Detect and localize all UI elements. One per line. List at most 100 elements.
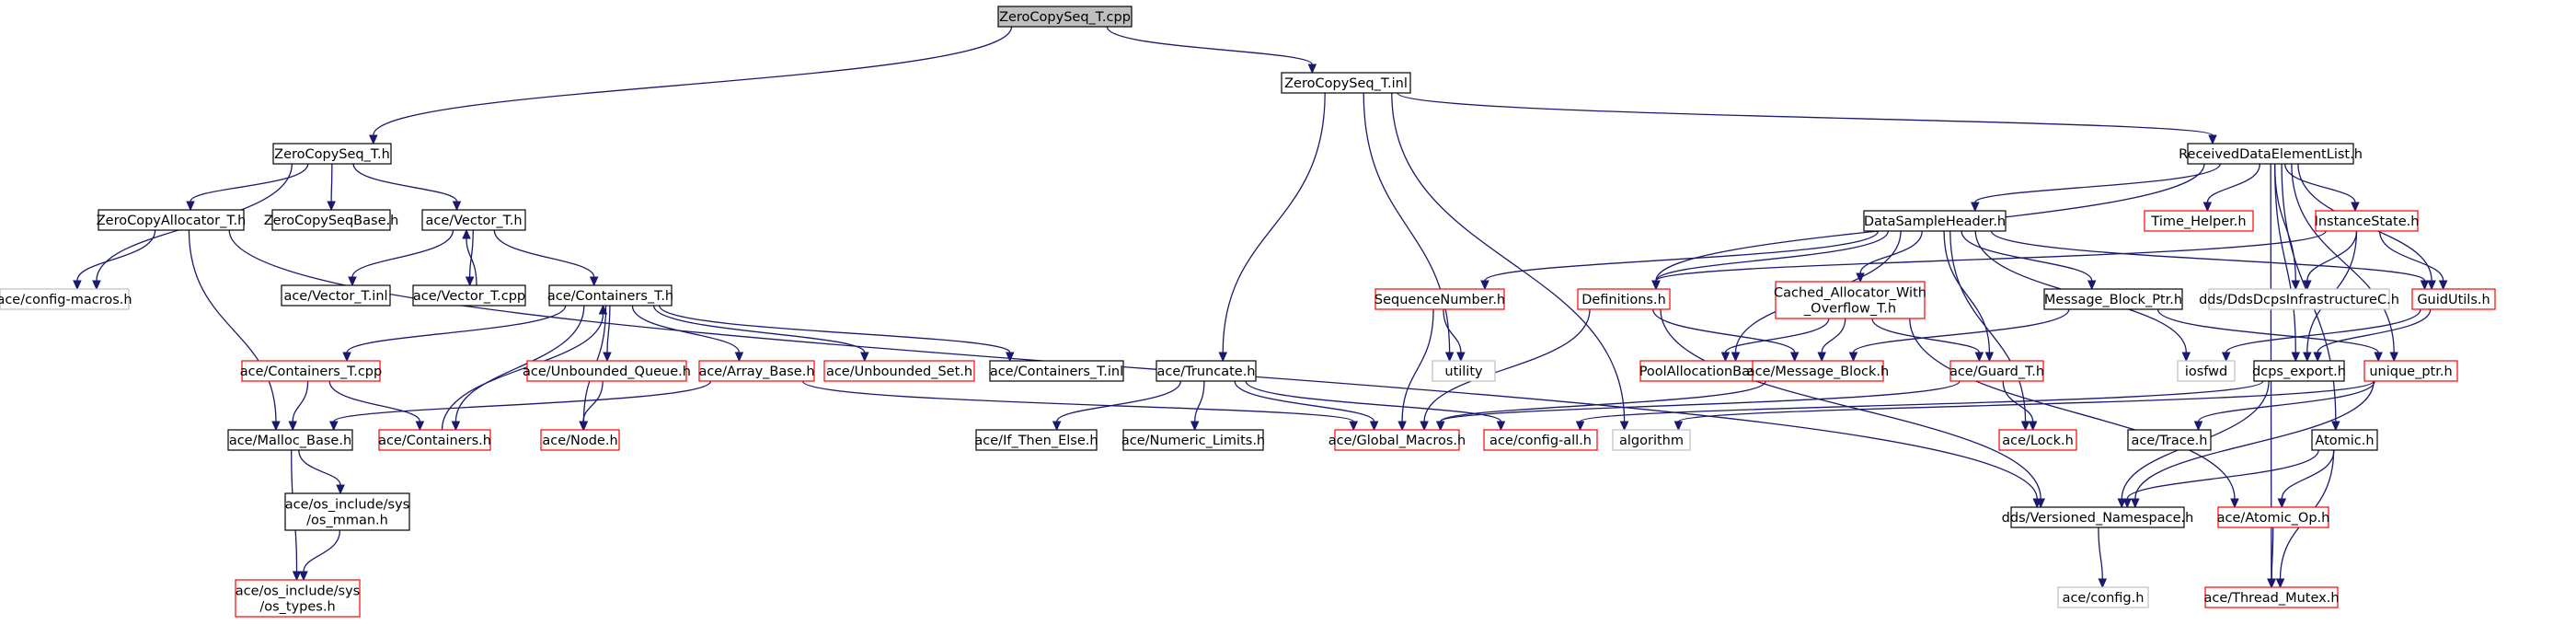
edge-uptr-to-vns <box>2131 380 2375 509</box>
file-node-zcsb[interactable]: ZeroCopySeqBase.h <box>264 209 399 231</box>
node-label: ace/config-all.h <box>1489 434 1592 448</box>
edge-atomic-to-atomicop <box>2277 449 2335 509</box>
edge-arrowhead <box>2427 280 2436 291</box>
edge-atomicop-to-tmutex <box>2267 527 2277 589</box>
edge-line <box>1194 380 1205 422</box>
edge-uptr-to-algo <box>1673 380 2375 432</box>
file-node-utility[interactable]: utility <box>1432 360 1496 382</box>
file-node-guid[interactable]: GuidUtils.h <box>2411 288 2496 310</box>
file-node-vns[interactable]: dds/Versioned_Namespace.h <box>2002 506 2194 528</box>
file-node-vec-inl[interactable]: ace/Vector_T.inl <box>281 284 391 307</box>
edge-arrowhead <box>2087 280 2097 291</box>
file-node-ostypes[interactable]: ace/os_include/sys/os_types.h <box>235 579 361 618</box>
file-node-trunc[interactable]: ace/Truncate.h <box>1156 360 1257 382</box>
file-node-dcpsexp[interactable]: dcps_export.h <box>2252 360 2346 382</box>
node-box <box>1374 288 1505 310</box>
node-label: ace/Array_Base.h <box>698 365 814 379</box>
edge-arrowhead <box>2202 202 2213 213</box>
edge-arrowhead <box>452 201 462 212</box>
node-box <box>1281 72 1411 94</box>
file-node-lock[interactable]: ace/Lock.h <box>1998 429 2077 451</box>
node-label: PoolAllocationBase.h <box>1639 365 1778 379</box>
node-label: dcps_export.h <box>2252 365 2346 379</box>
file-nodes: ZeroCopySeq_T.cppZeroCopySeq_T.inlZeroCo… <box>0 6 2496 618</box>
node-label: DataSampleHeader.h <box>1864 214 2006 229</box>
node-box <box>2363 360 2458 382</box>
node-label: unique_ptr.h <box>2369 365 2452 379</box>
file-node-algo[interactable]: algorithm <box>1612 429 1691 451</box>
file-node-seqnum[interactable]: SequenceNumber.h <box>1374 288 1505 310</box>
file-node-tmutex[interactable]: ace/Thread_Mutex.h <box>2203 586 2340 608</box>
edge-line <box>1222 92 1326 353</box>
file-node-vec-h[interactable]: ace/Vector_T.h <box>421 209 526 231</box>
file-node-atomic[interactable]: Atomic.h <box>2311 429 2378 451</box>
file-node-guard[interactable]: ace/Guard_T.h <box>1949 360 2044 382</box>
node-label: GuidUtils.h <box>2417 293 2490 307</box>
file-node-zca[interactable]: ZeroCopyAllocator_T.h <box>97 209 247 231</box>
file-node-cont-h[interactable]: ace/Containers_T.h <box>547 284 673 307</box>
file-node-rdel[interactable]: ReceivedDataElementList.h <box>2179 143 2363 165</box>
file-node-gmacros[interactable]: ace/Global_Macros.h <box>1328 429 1466 451</box>
file-node-uptr[interactable]: unique_ptr.h <box>2363 360 2458 382</box>
node-label: algorithm <box>1619 434 1684 448</box>
edge-trunc-to-ifte <box>1052 380 1181 432</box>
node-box <box>227 429 353 451</box>
file-node-cfgmacros[interactable]: ace/config-macros.h <box>0 288 132 310</box>
file-node-cont-inl[interactable]: ace/Containers_T.inl <box>989 360 1124 382</box>
node-box <box>98 209 245 231</box>
edge-mbp-to-uptr <box>2156 308 2383 363</box>
file-node-mbp[interactable]: Message_Block_Ptr.h <box>2043 288 2183 310</box>
edge-arrowhead <box>1190 421 1200 432</box>
edge-atomic-to-vns <box>2122 449 2319 509</box>
file-node-trace[interactable]: ace/Trace.h <box>2127 429 2212 451</box>
file-node-ddsinfra[interactable]: dds/DdsDcpsInfrastructureC.h <box>2199 288 2399 310</box>
file-node-config[interactable]: ace/config.h <box>2057 586 2149 608</box>
edge-arrowhead <box>2098 578 2108 589</box>
file-node-iosfwd[interactable]: iosfwd <box>2177 360 2236 382</box>
file-node-ifte[interactable]: ace/If_Then_Else.h <box>974 429 1098 451</box>
file-node-defs[interactable]: Definitions.h <box>1577 288 1671 310</box>
file-node-numlim[interactable]: ace/Numeric_Limits.h <box>1121 429 1265 451</box>
file-node-zcs-h[interactable]: ZeroCopySeq_T.h <box>272 143 392 165</box>
file-node-unbq[interactable]: ace/Unbounded_Queue.h <box>523 360 691 382</box>
edge-line <box>2134 380 2375 500</box>
file-node-cachedalloc[interactable]: Cached_Allocator_With_Overflow_T.h <box>1774 281 1926 319</box>
edge-line <box>801 380 1354 422</box>
node-label: Definitions.h <box>1581 293 1666 307</box>
edge-arrowhead <box>1974 352 1984 363</box>
file-node-timeh[interactable]: Time_Helper.h <box>2144 210 2254 232</box>
node-label: ace/Containers_T.inl <box>990 365 1123 379</box>
edge-line <box>1871 318 1981 353</box>
edge-arrowhead <box>92 280 101 291</box>
file-node-msgblock[interactable]: ace/Message_Block.h <box>1747 360 1889 382</box>
file-node-zcs-cpp[interactable]: ZeroCopySeq_T.cpp <box>997 6 1133 28</box>
edge-line <box>1234 380 1375 422</box>
edge-rdel-to-uptr <box>2291 163 2398 363</box>
file-node-conth[interactable]: ace/Containers.h <box>378 429 491 451</box>
file-node-inst[interactable]: InstanceState.h <box>2315 210 2420 232</box>
node-label: utility <box>1444 365 1483 379</box>
edge-arrowhead <box>299 571 308 582</box>
file-node-vec-cpp[interactable]: ace/Vector_T.cpp <box>412 284 526 307</box>
file-node-pool[interactable]: PoolAllocationBase.h <box>1639 360 1778 382</box>
node-label: ace/Lock.h <box>2002 434 2074 448</box>
file-node-arrb[interactable]: ace/Array_Base.h <box>698 360 815 382</box>
edge-line <box>1974 163 2221 203</box>
file-node-cfgall[interactable]: ace/config-all.h <box>1483 429 1598 451</box>
file-node-node[interactable]: ace/Node.h <box>540 429 620 451</box>
edge-arrowhead <box>1307 64 1317 75</box>
edge-line <box>454 305 585 422</box>
node-label: Atomic.h <box>2315 434 2374 448</box>
file-node-cont-cpp[interactable]: ace/Containers_T.cpp <box>240 360 382 382</box>
node-box <box>241 360 381 382</box>
node-label: ace/Vector_T.inl <box>283 289 387 304</box>
file-node-dsh[interactable]: DataSampleHeader.h <box>1863 210 2007 232</box>
edge-arrowhead <box>860 352 869 363</box>
file-node-atomicop[interactable]: ace/Atomic_Op.h <box>2217 506 2330 528</box>
edge-line <box>1949 230 2027 422</box>
file-node-zcs-inl[interactable]: ZeroCopySeq_T.inl <box>1281 72 1411 94</box>
file-node-malloc[interactable]: ace/Malloc_Base.h <box>227 429 353 451</box>
file-node-mman[interactable]: ace/os_include/sys/os_mman.h <box>284 492 410 531</box>
edge-line <box>1655 230 2327 282</box>
file-node-unbs[interactable]: ace/Unbounded_Set.h <box>823 360 975 382</box>
